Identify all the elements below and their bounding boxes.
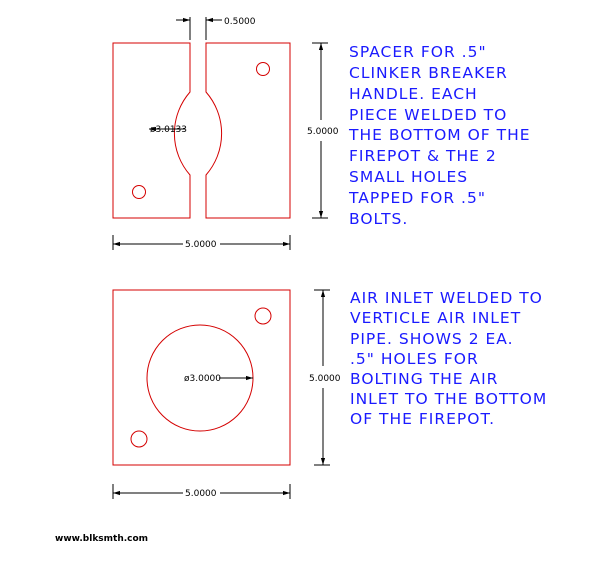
spacer-slot-dim-label: 0.5000 [224,17,256,27]
spacer-small-hole-top [256,62,270,76]
spacer-note-line-5: THE BOTTOM OF THE [348,126,531,144]
spacer-note-line-3: HANDLE. EACH [349,85,478,103]
spacer-small-hole-bottom [132,185,146,199]
air-inlet-note-line-1: AIR INLET WELDED TO [350,289,543,307]
spacer-width-label: 5.0000 [185,240,217,250]
spacer-part: 0.5000 ø3.0133 5.0000 5.0000 SPACER FOR … [112,17,531,250]
spacer-diameter-label: ø3.0133 [150,125,187,135]
air-inlet-part: ø3.0000 5.0000 5.0000 AIR INLET WELDED T… [112,289,547,499]
air-inlet-height-label: 5.0000 [309,374,341,384]
spacer-note-line-8: TAPPED FOR .5" [348,189,486,207]
air-inlet-note-line-5: BOLTING THE AIR [350,370,498,388]
air-inlet-height-dimension [314,289,330,466]
air-inlet-note-line-6: INLET TO THE BOTTOM [350,390,547,408]
site-url: www.blksmth.com [55,534,148,544]
spacer-note-line-4: PIECE WELDED TO [349,106,507,124]
spacer-outline [112,42,291,219]
spacer-note-line-6: FIREPOT & THE 2 [349,147,497,165]
air-inlet-note-line-3: PIPE. SHOWS 2 EA. [350,330,514,348]
air-inlet-note-line-7: OF THE FIREPOT. [350,410,495,428]
spacer-note-line-7: SMALL HOLES [349,168,468,186]
air-inlet-note-line-4: .5" HOLES FOR [350,350,479,368]
air-inlet-diameter-label: ø3.0000 [184,374,221,384]
air-inlet-note: AIR INLET WELDED TO VERTICLE AIR INLET P… [350,289,547,428]
air-inlet-small-hole-bottom [130,430,148,448]
spacer-note-line-1: SPACER FOR .5" [349,43,487,61]
spacer-width-dimension [112,235,291,250]
air-inlet-outline [112,289,291,466]
spacer-note-line-9: BOLTS. [349,210,408,228]
air-inlet-small-hole-top [254,307,272,325]
air-inlet-note-line-2: VERTICLE AIR INLET [350,309,521,327]
spacer-height-dimension [312,42,328,219]
spacer-note: SPACER FOR .5" CLINKER BREAKER HANDLE. E… [348,43,531,228]
air-inlet-width-dimension [112,484,291,499]
spacer-note-line-2: CLINKER BREAKER [349,64,508,82]
spacer-slot-dimension [176,17,222,40]
air-inlet-width-label: 5.0000 [185,489,217,499]
spacer-height-label: 5.0000 [307,127,339,137]
